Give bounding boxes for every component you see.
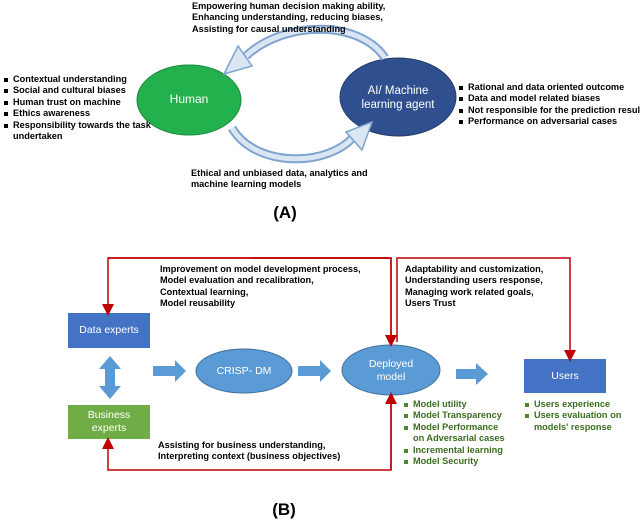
business-experts-box (68, 405, 150, 439)
text-line: Adaptability and customization, (405, 264, 544, 274)
list-item: Model Performance (404, 422, 505, 433)
red-loop-to-deployed (108, 257, 397, 347)
agent-label-line2: learning agent (361, 99, 435, 111)
text-line: Model evaluation and recalibration, (160, 275, 314, 286)
data-experts-label: Data experts (79, 324, 139, 336)
crisp-dm-label: CRISP- DM (216, 365, 272, 377)
business-label-line1: Business (87, 409, 131, 421)
list-item: Ethics awareness (4, 108, 151, 119)
list-item: Users evaluation on (525, 410, 621, 421)
bottom-text-line: Ethical and unbiased data, analytics and (191, 168, 368, 178)
list-item: Not responsible for the prediction resul… (459, 105, 640, 116)
adaptability-text: Adaptability and customization, Understa… (405, 264, 543, 310)
agent-traits-list: Rational and data oriented outcome Data … (459, 82, 640, 128)
model-props-list: Model utility Model Transparency Model P… (404, 399, 505, 467)
bottom-text-line: machine learning models (191, 179, 302, 190)
arrow-deployed-to-users (456, 363, 488, 385)
users-box (524, 359, 606, 393)
list-item: Data and model related biases (459, 93, 640, 104)
list-item-continued: on Adversarial cases (413, 433, 505, 444)
arrow-experts-bidirectional (99, 356, 121, 399)
text-line: Understanding users response, (405, 275, 543, 286)
deployed-label-line1: Deployed (368, 358, 414, 370)
list-item: Social and cultural biases (4, 85, 151, 96)
list-item-continued: undertaken (13, 131, 63, 142)
top-text-line: Enhancing understanding, reducing biases… (192, 12, 383, 23)
agent-label-line1: AI/ Machine (367, 85, 429, 97)
text-line: Model reusability (160, 298, 236, 309)
text-line: Assisting for business understanding, (158, 440, 326, 450)
business-label-line2: experts (91, 422, 127, 434)
top-text-line: Assisting for causal understanding (192, 23, 346, 34)
bottom-curved-arrow (228, 125, 360, 164)
text-line: Improvement on model development process… (160, 264, 361, 274)
list-item: Contextual understanding (4, 74, 151, 85)
list-item: Performance on adversarial cases (459, 116, 640, 127)
agent-label: AI/ Machine learning agent (340, 84, 456, 112)
top-arrowhead (222, 44, 254, 76)
business-support-text: Assisting for business understanding, In… (158, 440, 340, 463)
text-line: Managing work related goals, (405, 286, 534, 297)
arrow-data-to-crisp (153, 360, 186, 382)
list-item: Model Security (404, 456, 505, 467)
list-item: Users experience (525, 399, 621, 410)
red-loop-top-right (396, 257, 576, 362)
data-experts-box (68, 313, 150, 348)
top-text-line: Empowering human decision making ability… (192, 1, 386, 11)
list-item: Incremental learning (404, 445, 505, 456)
text-line: Interpreting context (business objective… (158, 451, 341, 462)
agent-ellipse (339, 57, 457, 137)
list-item: Rational and data oriented outcome (459, 82, 640, 93)
human-label: Human (169, 92, 209, 106)
top-benefits-text: Empowering human decision making ability… (192, 1, 385, 35)
text-line: Contextual learning, (160, 286, 249, 297)
human-ellipse (136, 64, 242, 136)
bottom-ethics-text: Ethical and unbiased data, analytics and… (191, 168, 368, 191)
user-props-list: Users experience Users evaluation on mod… (525, 399, 621, 433)
list-item-continued: models' response (534, 421, 612, 432)
list-item: Model utility (404, 399, 505, 410)
arrow-crisp-to-deployed (298, 360, 331, 382)
deployed-label-line2: model (376, 371, 406, 383)
list-item: Responsibility towards the task (4, 120, 151, 131)
list-item: Human trust on machine (4, 97, 151, 108)
list-item: Model Transparency (404, 410, 505, 421)
panel-b-label: (B) (272, 500, 296, 519)
crisp-dm-ellipse (195, 348, 293, 394)
bottom-arrowhead (344, 120, 374, 152)
text-line: Users Trust (405, 298, 456, 309)
business-experts-label: Business experts (68, 409, 150, 435)
improvement-text: Improvement on model development process… (160, 264, 361, 310)
deployed-model-label: Deployed model (342, 358, 440, 384)
users-label: Users (551, 370, 579, 382)
human-traits-list: Contextual understanding Social and cult… (4, 74, 151, 142)
panel-a-label: (A) (273, 203, 297, 222)
